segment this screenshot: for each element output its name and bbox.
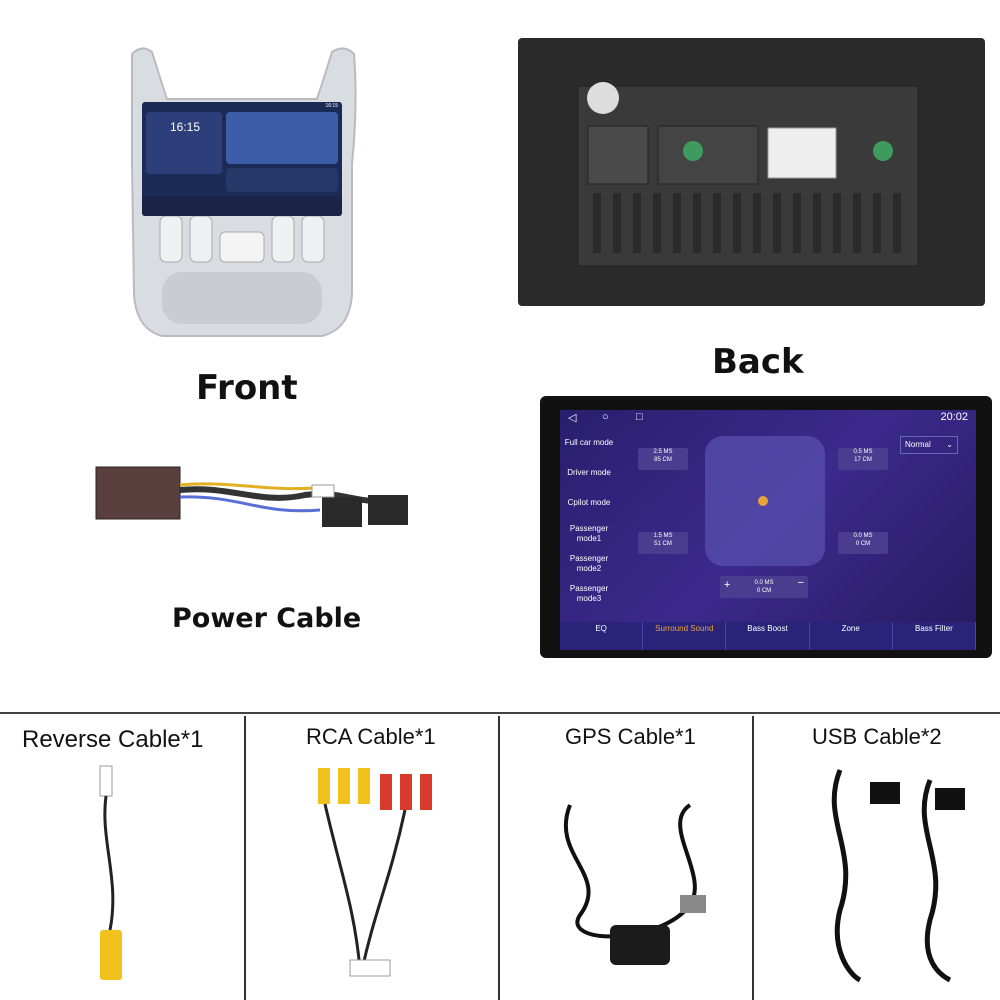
mode-item[interactable]: Full car mode xyxy=(564,438,614,447)
tab-zone[interactable]: Zone xyxy=(810,622,893,650)
chevron-down-icon: ⌄ xyxy=(946,440,953,449)
front-status-time: 16:15 xyxy=(325,103,338,109)
speaker-front-left[interactable]: 2.5 MS 85 CM xyxy=(638,448,688,470)
bottom-tabs: EQ Surround Sound Bass Boost Zone Bass F… xyxy=(560,622,976,650)
android-screen[interactable]: ◁ ○ □ 20:02 Full car mode Driver mode Cp… xyxy=(560,410,976,650)
mode-item[interactable]: Passenger mode3 xyxy=(569,584,609,603)
speaker-front-right[interactable]: 0.5 MS 17 CM xyxy=(838,448,888,470)
section-divider xyxy=(0,712,1000,714)
rca-cable-image xyxy=(300,760,450,985)
preset-select[interactable]: Normal ⌄ xyxy=(900,436,958,454)
back-nav-icon[interactable]: ◁ xyxy=(568,412,577,424)
front-screen[interactable]: 16:15 16:15 xyxy=(142,102,342,216)
gps-cable-image xyxy=(540,765,720,990)
tab-bass-filter[interactable]: Bass Filter xyxy=(893,622,976,650)
cell-divider xyxy=(244,716,246,1000)
power-cable-label: Power Cable xyxy=(172,603,362,634)
back-label: Back xyxy=(712,342,804,382)
mode-item[interactable]: Cpilot mode xyxy=(567,498,611,507)
cell-divider xyxy=(498,716,500,1000)
gps-cable-label: GPS Cable*1 xyxy=(565,724,696,749)
reverse-cable-image xyxy=(80,760,160,985)
minus-icon[interactable]: − xyxy=(797,577,804,589)
front-head-unit: 16:15 16:15 xyxy=(122,44,362,344)
rca-cable-label: RCA Cable*1 xyxy=(306,724,436,749)
front-label: Front xyxy=(196,368,298,408)
tab-eq[interactable]: EQ xyxy=(560,622,644,650)
mode-item[interactable]: Passenger mode2 xyxy=(569,554,609,573)
front-clock: 16:15 xyxy=(170,120,201,134)
mode-list: Full car mode Driver mode Cpilot mode Pa… xyxy=(560,430,620,620)
recent-nav-icon[interactable]: □ xyxy=(636,411,643,423)
tab-bass-boost[interactable]: Bass Boost xyxy=(726,622,810,650)
plus-icon[interactable]: + xyxy=(724,579,731,591)
app-dock[interactable] xyxy=(142,196,342,216)
mode-item[interactable]: Passenger mode1 xyxy=(569,524,609,543)
speaker-rear-right[interactable]: 0.0 MS 0 CM xyxy=(838,532,888,554)
cell-divider xyxy=(752,716,754,1000)
subwoofer-control[interactable]: + 0.0 MS 0 CM − xyxy=(720,576,808,598)
speaker-rear-left[interactable]: 1.5 MS 51 CM xyxy=(638,532,688,554)
status-time: 20:02 xyxy=(940,411,968,423)
status-bar: ◁ ○ □ 20:02 xyxy=(560,410,976,426)
usb-cable-label: USB Cable*2 xyxy=(812,724,942,749)
reverse-cable-label: Reverse Cable*1 xyxy=(22,726,204,753)
power-cable-image xyxy=(90,455,420,565)
usb-cable-image xyxy=(800,760,990,990)
back-panel xyxy=(518,38,985,306)
home-nav-icon[interactable]: ○ xyxy=(602,411,609,423)
mode-item[interactable]: Driver mode xyxy=(567,468,611,477)
android-head-unit: ◁ ○ □ 20:02 Full car mode Driver mode Cp… xyxy=(540,396,992,658)
tab-surround[interactable]: Surround Sound xyxy=(643,622,727,650)
listening-point[interactable] xyxy=(758,496,768,506)
